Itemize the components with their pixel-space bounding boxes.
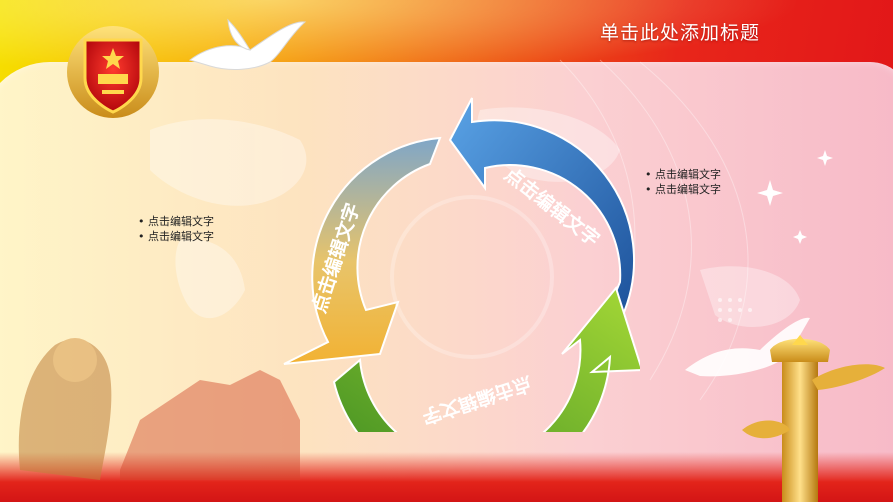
- bottom-band: [0, 452, 893, 502]
- great-wall-decoration: [120, 370, 300, 480]
- right-bullet-list[interactable]: 点击编辑文字 点击编辑文字: [645, 167, 805, 197]
- huabiao-pillar-icon: [742, 335, 885, 502]
- cycle-arrow-gold[interactable]: [283, 136, 442, 365]
- bullet-item: 点击编辑文字: [138, 214, 298, 229]
- bullet-item: 点击编辑文字: [645, 167, 805, 182]
- cycle-label-2: 点击编辑文字: [419, 372, 535, 429]
- content-panel: [0, 62, 893, 482]
- slide-title[interactable]: 单击此处添加标题: [600, 22, 761, 44]
- cycle-diagram: 点击编辑文字 点击编辑文字 点击编辑文字: [283, 97, 640, 432]
- national-emblem-icon: [67, 26, 159, 118]
- sparkle-icons: [757, 150, 833, 244]
- cycle-arrow-green[interactable]: [332, 285, 640, 432]
- stone-lion-icon: [18, 338, 112, 480]
- bullet-item: 点击编辑文字: [645, 182, 805, 197]
- cycle-arrow-blue[interactable]: [448, 97, 636, 333]
- left-bullet-list[interactable]: 点击编辑文字 点击编辑文字: [138, 214, 298, 244]
- bullet-item: 点击编辑文字: [138, 229, 298, 244]
- dot-pattern: [718, 298, 752, 322]
- dove-icon: [685, 317, 810, 377]
- dove-icon: [188, 18, 307, 70]
